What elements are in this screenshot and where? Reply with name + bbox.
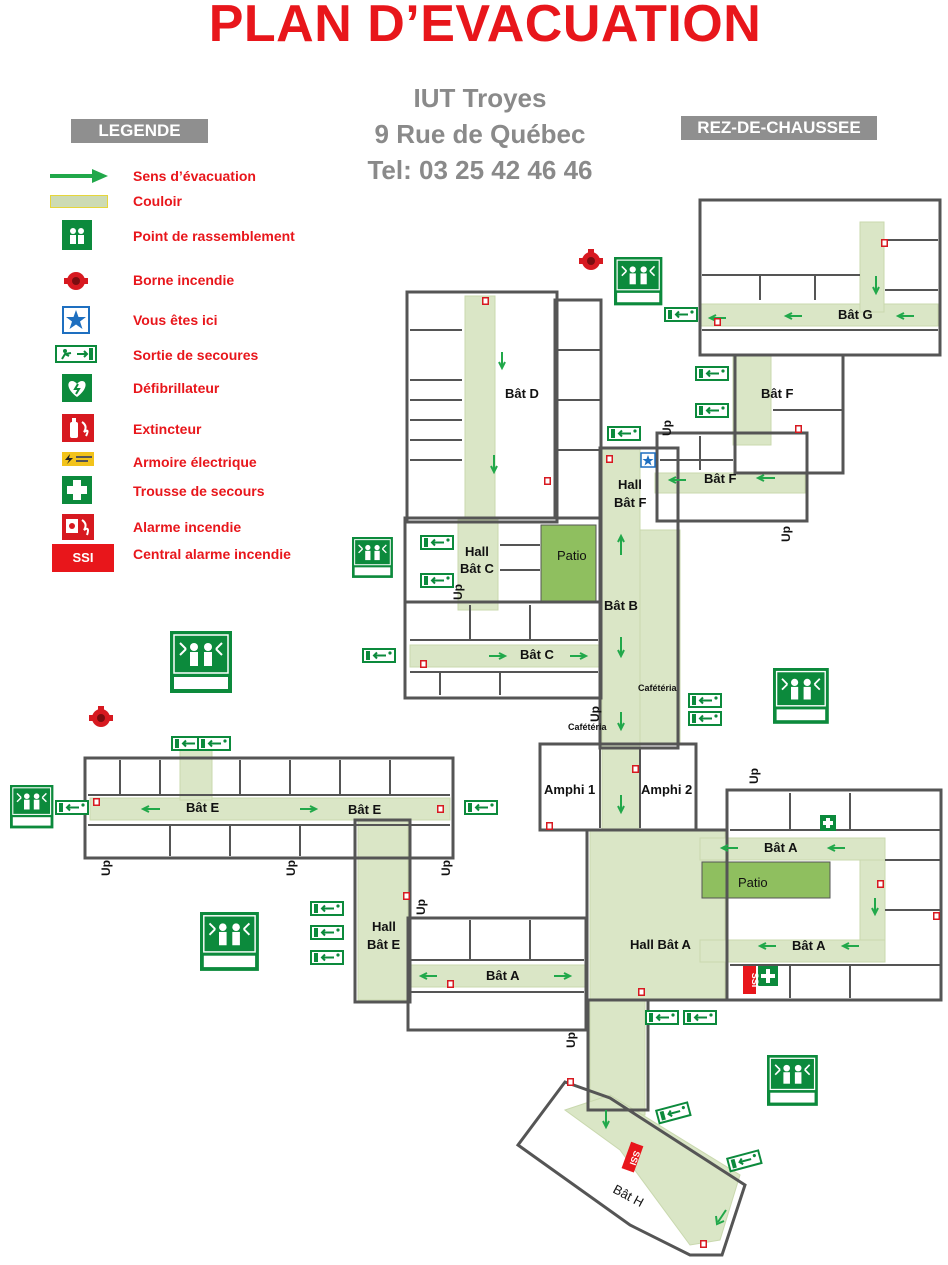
legend-label: Sortie de secoures (133, 347, 259, 363)
ssi-panel-marker-h-label: SSI (628, 1149, 642, 1166)
ssi-panel-marker-label: SSI (750, 973, 760, 988)
legend-label: Trousse de secours (133, 483, 265, 499)
room-patio-a: Patio (738, 875, 768, 890)
emergency-exit-icon (55, 345, 97, 363)
corridor-swatch-icon (50, 195, 108, 208)
partitions (88, 239, 940, 998)
floor-tag: REZ-DE-CHAUSSEE (681, 116, 877, 140)
room-hall-bat-c-2: Bât C (460, 561, 495, 576)
room-cafeteria-west: Cafétéria (568, 722, 608, 732)
evacuation-arrows (140, 276, 914, 1226)
room-bat-c: Bât C (520, 647, 555, 662)
room-hall-bat-f-1: Hall (618, 477, 642, 492)
patios (540, 524, 831, 899)
school-phone: Tel: 03 25 42 46 46 (367, 155, 593, 185)
room-hall-bat-e-1: Hall (372, 919, 396, 934)
legend-label: Point de rassemblement (133, 228, 295, 244)
ssi-panel-marker (743, 966, 756, 994)
stair-labels: Up Up Up Up Up Up Up Up Up Up (99, 420, 793, 1048)
legend-label: Couloir (133, 193, 182, 209)
room-cafeteria-east: Cafétéria (638, 683, 678, 693)
stair-label: Up (779, 526, 793, 542)
room-bat-a-west: Bât A (486, 968, 520, 983)
room-hall-bat-c-1: Hall (465, 544, 489, 559)
legend-label: Alarme incendie (133, 519, 242, 535)
page-title: PLAN D’EVACUATION (208, 0, 762, 53)
defibrillator-icon (62, 374, 92, 402)
stair-label: Up (588, 706, 602, 722)
legend-label: Sens d’évacuation (133, 168, 256, 184)
fire-alarm-icon (62, 514, 94, 540)
stair-label: Up (660, 420, 674, 436)
school-name: IUT Troyes (413, 83, 547, 113)
stair-label: Up (414, 899, 428, 915)
legend-label: Armoire électrique (133, 454, 257, 470)
legend-label: Extincteur (133, 421, 202, 437)
room-hall-bat-e-2: Bât E (367, 937, 401, 952)
room-patio-c: Patio (557, 548, 587, 563)
legend-label: Borne incendie (133, 272, 235, 288)
room-bat-a-east: Bât A (792, 938, 826, 953)
electrical-cabinet-icon (62, 452, 94, 466)
room-hall-bat-f-2: Bât F (614, 495, 647, 510)
room-bat-h: Bât H (611, 1181, 647, 1210)
room-bat-g: Bât G (838, 307, 873, 322)
you-are-here-marker (640, 452, 656, 468)
assembly-point-icon (62, 220, 92, 250)
room-bat-d: Bât D (505, 386, 539, 401)
stair-label: Up (284, 860, 298, 876)
room-bat-e-west: Bât E (186, 800, 220, 815)
legend-label: Vous êtes ici (133, 312, 218, 328)
room-bat-a-north: Bât A (764, 840, 798, 855)
school-address-block: IUT Troyes 9 Rue de Québec Tel: 03 25 42… (330, 80, 630, 188)
fire-hydrant-icon (64, 272, 88, 290)
room-amphi-1: Amphi 1 (544, 782, 595, 797)
stair-label: Up (747, 768, 761, 784)
room-hall-bat-a: Hall Bât A (630, 937, 692, 952)
room-amphi-2: Amphi 2 (641, 782, 692, 797)
walls (83, 198, 943, 1257)
ssi-panel-marker-h (621, 1141, 644, 1173)
legend-tag: LEGENDE (71, 119, 208, 143)
ssi-panel-icon: SSI (52, 544, 114, 572)
green-arrow-icon (50, 169, 108, 183)
stair-label: Up (439, 860, 453, 876)
room-bat-b: Bât B (604, 598, 638, 613)
room-bat-e-east: Bât E (348, 802, 382, 817)
first-aid-icon (62, 476, 92, 504)
first-aid-markers (758, 815, 836, 986)
room-bat-f-north: Bât F (761, 386, 794, 401)
stair-label: Up (99, 860, 113, 876)
legend-label: Défibrillateur (133, 380, 220, 396)
extinguisher-icon (62, 414, 94, 442)
you-are-here-icon (62, 306, 90, 334)
room-bat-f-south: Bât F (704, 471, 737, 486)
school-street: 9 Rue de Québec (374, 119, 586, 149)
stair-label: Up (564, 1032, 578, 1048)
legend-label: Central alarme incendie (133, 546, 291, 562)
stair-label: Up (451, 584, 465, 600)
